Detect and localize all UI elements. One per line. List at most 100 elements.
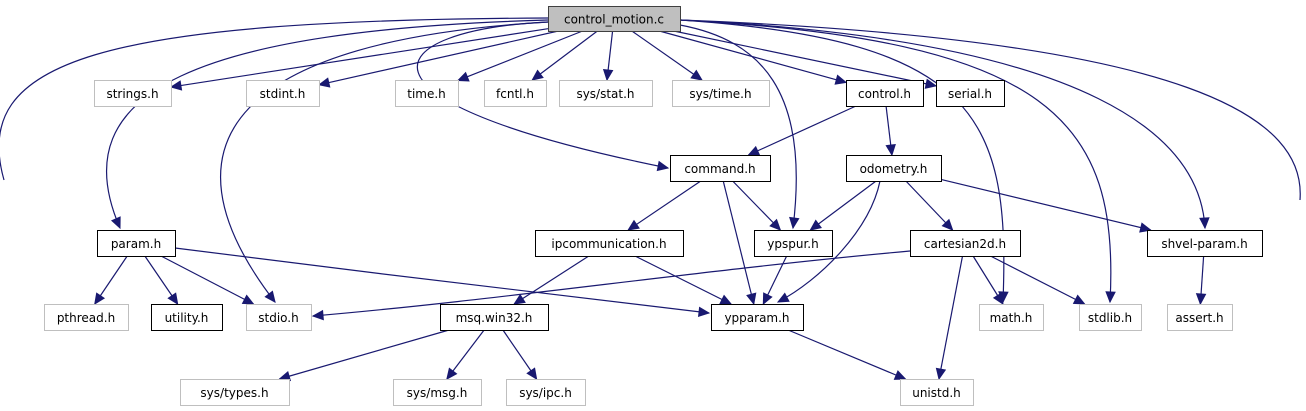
edge-param_h-to-pthread_h bbox=[94, 255, 128, 306]
node-control-h[interactable]: control.h bbox=[846, 80, 924, 107]
node-box bbox=[94, 80, 172, 107]
arrowhead-icon bbox=[789, 216, 800, 230]
arrowhead-icon bbox=[94, 292, 106, 306]
arrowhead-icon bbox=[264, 290, 276, 303]
node-param-h[interactable]: param.h bbox=[97, 230, 176, 257]
node-command-h[interactable]: command.h bbox=[670, 155, 771, 182]
edge-msq_win32_h-to-sys_types_h bbox=[278, 329, 450, 382]
node-label: assert.h bbox=[1175, 311, 1223, 325]
node-label: pthread.h bbox=[57, 311, 115, 325]
node-box[interactable] bbox=[1147, 230, 1263, 257]
edge-line bbox=[679, 24, 797, 229]
node-box bbox=[44, 304, 129, 331]
arrowhead-icon bbox=[769, 218, 782, 231]
node-box[interactable] bbox=[910, 230, 1021, 257]
node-box bbox=[246, 304, 312, 331]
node-math-h: math.h bbox=[979, 304, 1044, 331]
node-box[interactable] bbox=[846, 80, 924, 107]
node-ypspur-h[interactable]: ypspur.h bbox=[754, 230, 833, 257]
node-label[interactable]: odometry.h bbox=[860, 162, 928, 176]
node-box[interactable] bbox=[670, 155, 771, 182]
node-label[interactable]: control_motion.c bbox=[564, 13, 664, 27]
node-time-h: time.h bbox=[395, 80, 459, 107]
arrowhead-icon bbox=[531, 69, 544, 81]
node-box[interactable] bbox=[548, 6, 681, 32]
edge-command_h-to-ypspur_h bbox=[732, 180, 782, 231]
node-label: sys/stat.h bbox=[576, 87, 634, 101]
edge-line bbox=[634, 255, 732, 305]
node-pthread-h: pthread.h bbox=[44, 304, 129, 331]
node-cartesian2d-h[interactable]: cartesian2d.h bbox=[910, 230, 1021, 257]
node-strings-h: strings.h bbox=[94, 80, 172, 107]
node-label[interactable]: ipcommunication.h bbox=[551, 237, 666, 251]
node-box[interactable] bbox=[754, 230, 833, 257]
arrowhead-icon bbox=[776, 292, 790, 303]
node-label[interactable]: cartesian2d.h bbox=[924, 237, 1006, 251]
edge-line bbox=[279, 329, 450, 380]
node-serial-h[interactable]: serial.h bbox=[936, 80, 1005, 107]
node-assert-h: assert.h bbox=[1167, 304, 1233, 331]
arrowhead-icon bbox=[762, 292, 773, 306]
node-box[interactable] bbox=[440, 304, 549, 331]
edge-ipcommunication_h-to-msq_win32_h bbox=[513, 255, 590, 305]
node-label[interactable]: ypspur.h bbox=[767, 237, 818, 251]
edge-control_motion_c-to-time_h bbox=[456, 30, 583, 82]
edges-layer bbox=[0, 17, 1301, 382]
arrowhead-icon bbox=[719, 294, 733, 305]
node-control-motion-c[interactable]: control_motion.c bbox=[548, 6, 681, 32]
edge-control_motion_c-to-command_h bbox=[416, 21, 670, 172]
arrowhead-icon bbox=[627, 219, 640, 231]
arrowhead-icon bbox=[834, 74, 848, 85]
node-label[interactable]: shvel-param.h bbox=[1161, 237, 1247, 251]
arrowhead-icon bbox=[446, 367, 458, 380]
edge-line bbox=[990, 255, 1085, 305]
arrowhead-icon bbox=[602, 68, 614, 82]
edge-line bbox=[938, 255, 964, 380]
edge-line bbox=[679, 19, 1206, 229]
node-box bbox=[1167, 304, 1233, 331]
node-msq-win32-h[interactable]: msq.win32.h bbox=[440, 304, 549, 331]
edge-param_h-to-ypparam_h bbox=[174, 247, 711, 318]
edge-line bbox=[722, 180, 755, 305]
node-sys-msg-h: sys/msg.h bbox=[393, 379, 482, 406]
node-box[interactable] bbox=[936, 80, 1005, 107]
edge-line bbox=[457, 30, 583, 82]
arrowhead-icon bbox=[1199, 217, 1210, 230]
edge-msq_win32_h-to-sys_msg_h bbox=[446, 329, 485, 380]
node-utility-h[interactable]: utility.h bbox=[151, 304, 223, 331]
node-label[interactable]: param.h bbox=[111, 237, 161, 251]
edge-control_motion_c-to-sys_time_h bbox=[631, 30, 703, 81]
node-box bbox=[559, 80, 653, 107]
node-box bbox=[393, 379, 482, 406]
node-label[interactable]: ypparam.h bbox=[724, 311, 789, 325]
edge-line bbox=[777, 180, 881, 303]
arrowhead-icon bbox=[110, 216, 121, 230]
node-odometry-h[interactable]: odometry.h bbox=[846, 155, 942, 182]
arrowhead-icon bbox=[746, 292, 757, 306]
edge-line bbox=[174, 247, 710, 314]
node-box[interactable] bbox=[846, 155, 942, 182]
edge-control_motion_c-to-sys_types_h bbox=[0, 17, 549, 181]
node-ypparam-h[interactable]: ypparam.h bbox=[711, 304, 804, 331]
edge-shvel_param_h-to-assert_h bbox=[1195, 255, 1207, 306]
edge-odometry_h-to-ypspur_h bbox=[809, 180, 877, 231]
node-label[interactable]: command.h bbox=[684, 162, 755, 176]
node-label[interactable]: utility.h bbox=[165, 311, 209, 325]
node-label[interactable]: msq.win32.h bbox=[456, 311, 533, 325]
arrowhead-icon bbox=[169, 80, 183, 91]
node-label[interactable]: control.h bbox=[858, 87, 911, 101]
edge-control_motion_c-to-param_h bbox=[105, 19, 549, 230]
edge-line bbox=[810, 180, 877, 231]
node-box[interactable] bbox=[711, 304, 804, 331]
node-box[interactable] bbox=[97, 230, 176, 257]
node-shvel-param-h[interactable]: shvel-param.h bbox=[1147, 230, 1263, 257]
edge-cartesian2d_h-to-stdio_h bbox=[311, 250, 911, 321]
node-label[interactable]: serial.h bbox=[948, 87, 992, 101]
node-label: stdio.h bbox=[258, 311, 298, 325]
node-ipcommunication-h[interactable]: ipcommunication.h bbox=[535, 230, 684, 257]
node-label: time.h bbox=[407, 87, 446, 101]
node-box[interactable] bbox=[151, 304, 223, 331]
node-box[interactable] bbox=[535, 230, 684, 257]
arrowhead-icon bbox=[311, 309, 324, 321]
arrowhead-icon bbox=[697, 306, 711, 318]
